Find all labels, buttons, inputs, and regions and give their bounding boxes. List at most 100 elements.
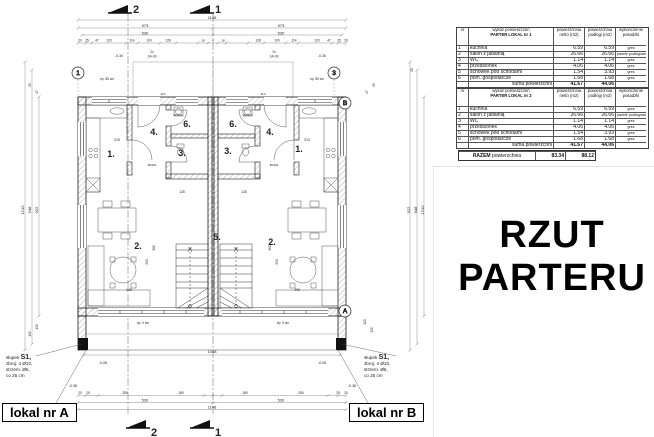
column-note-line3: strzem. Ø6,: [364, 367, 388, 372]
dim-label: 80/200: [148, 163, 157, 167]
cell-podlogi: 26.66: [584, 112, 615, 118]
dim-label: 18: [221, 39, 225, 43]
column-note-id: S1,: [20, 354, 32, 361]
dim-label: 25: [337, 39, 341, 43]
cell-podlogi: 1.68: [584, 136, 615, 142]
column-note-right: słupek S1, zbroj. 4 Ø10, strzem. Ø6, co …: [364, 354, 418, 379]
dim-label: 110: [261, 92, 266, 96]
header-nr: nr: [460, 89, 465, 93]
dim-label: 530: [142, 31, 149, 36]
dim-label: 18: [201, 39, 205, 43]
section-number-label: 2: [151, 427, 157, 437]
dim-label: 530: [142, 398, 149, 403]
dim-label: hp. 0 cm: [277, 321, 290, 325]
cell-sum-podlogi: 44.06: [584, 81, 615, 87]
cell-podlogi: 1.68: [584, 75, 615, 81]
cell-nr: 3: [457, 118, 468, 124]
dim-label: 128: [241, 190, 247, 194]
dim-label: 132: [370, 327, 374, 333]
dim-label: 14+30: [148, 55, 157, 59]
razem-label-bold: RAZEM: [472, 153, 491, 159]
cell-nr: 5: [457, 130, 468, 136]
dim-label: 47: [35, 90, 39, 94]
section-lines: [127, 14, 214, 416]
column-note-line2: zbroj. 4 Ø10,: [6, 361, 33, 366]
header-netto: powierzchnia netto (m2): [553, 89, 584, 106]
cell-podlogi: 1.14: [584, 57, 615, 63]
grid-line-stubs: [77, 80, 352, 312]
dim-label: -0.08: [99, 361, 107, 365]
cell-finish: gres: [615, 136, 646, 142]
dim-label: 280: [298, 391, 304, 395]
dim-label: 189: [242, 391, 248, 395]
dim-label: 100: [274, 39, 280, 43]
dim-label: 948: [413, 206, 418, 213]
dim-label: 398: [126, 288, 132, 292]
cell-netto: 1.54: [553, 130, 584, 136]
grid-bubble-label: 1: [76, 70, 80, 77]
lokal-b-label: lokal nr B: [349, 403, 425, 422]
cell-sum-label: suma powierzchni: [468, 142, 553, 148]
windows: [80, 99, 344, 314]
dim-label: 280: [122, 391, 128, 395]
grid-bubble-label: B: [343, 100, 347, 107]
section-flag-2: [126, 420, 146, 428]
cell-finish: gres: [615, 75, 646, 81]
cell-nr: 6: [457, 75, 468, 81]
grid-bubble-B: [338, 96, 352, 110]
dim-label: 300: [152, 245, 156, 251]
razem-podlogi-value: 88.12: [565, 151, 595, 160]
cell-finish: panele podłogowe: [615, 112, 646, 118]
dim-label: 47: [365, 90, 369, 94]
cell-finish: gres: [615, 63, 646, 69]
door-swings: [131, 104, 295, 163]
cell-nr: 6: [457, 136, 468, 142]
room-number-label: 6.: [229, 119, 237, 129]
column-note-word: słupek: [6, 355, 20, 360]
cell-podlogi: 6.59: [584, 106, 615, 112]
dim-label: 20: [344, 391, 348, 395]
column-note-line4: co 25 cm: [364, 373, 383, 378]
cell-nr: 3: [457, 57, 468, 63]
page-title-line2: PARTERU: [458, 256, 646, 299]
dim-label: 2x: [272, 50, 276, 54]
dim-label: 4: [212, 39, 214, 43]
dimension-lines: [23, 18, 426, 412]
dim-label: 128: [255, 39, 261, 43]
dim-label: 25: [85, 39, 89, 43]
column-note-line4: co 25 cm: [6, 373, 25, 378]
cell-sum-netto: 41.67: [553, 81, 584, 87]
cell-podlogi: 4.06: [584, 63, 615, 69]
cell-room-name: pom. gospodarcze: [468, 136, 553, 142]
cell-finish: [615, 81, 646, 87]
cell-nr: 5: [457, 69, 468, 75]
room-number-label: 1.: [107, 149, 115, 159]
column-note-line1: słupek S1,: [6, 354, 60, 361]
dim-label: 47: [327, 39, 331, 43]
dim-label: 25: [86, 391, 90, 395]
dim-label: 398: [294, 288, 300, 292]
kitchen-fittings: [85, 104, 339, 193]
cell-nr: 2: [457, 112, 468, 118]
dim-label: 290: [275, 259, 279, 265]
cell-nr: [457, 81, 468, 87]
dim-label: 114: [291, 39, 296, 43]
razem-label: RAZEM powierzchnia: [459, 151, 535, 160]
dim-label: 530: [278, 398, 285, 403]
dim-label: 948: [27, 206, 32, 213]
cell-netto: 6.59: [553, 106, 584, 112]
dim-label: 20: [78, 391, 82, 395]
cell-netto: 1.14: [553, 118, 584, 124]
column-note-word: słupek: [364, 355, 378, 360]
